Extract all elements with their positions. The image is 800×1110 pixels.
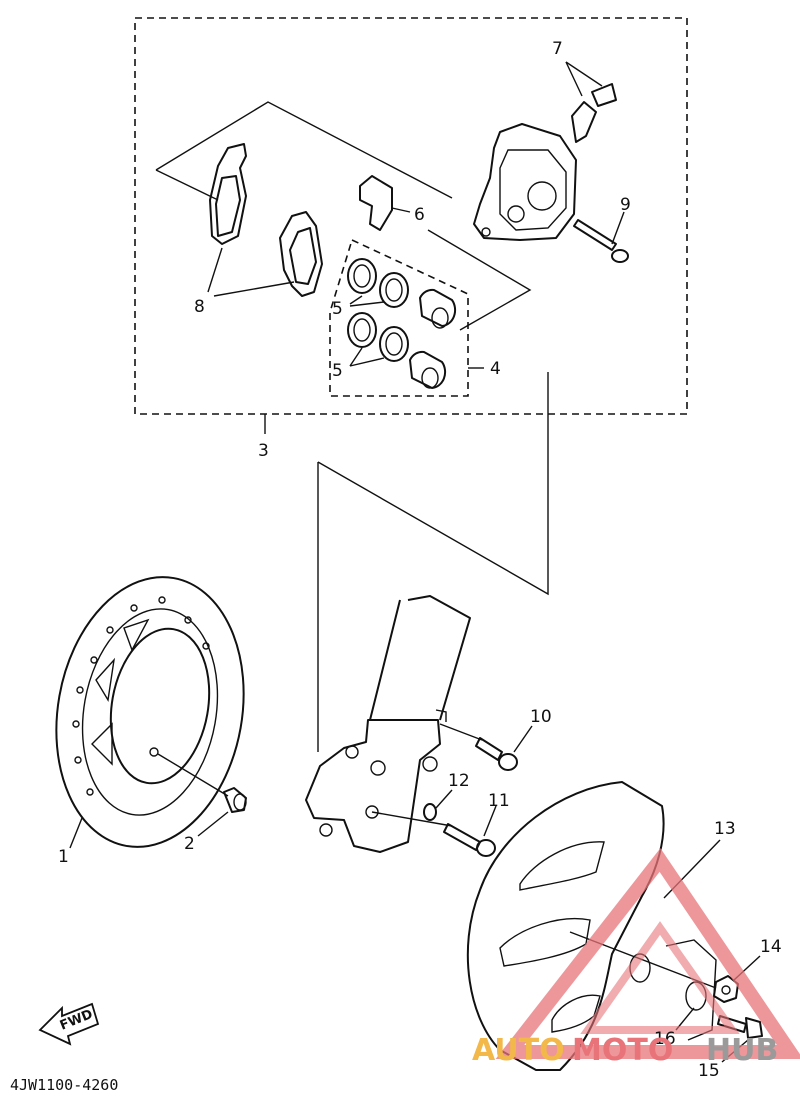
- leader-5b2: [349, 357, 385, 367]
- brake-pad-a: [209, 143, 247, 245]
- projection-bolt-11: [371, 811, 453, 827]
- projection-pads-low: [155, 169, 219, 201]
- diagram-code: 4JW1100-4260: [10, 1076, 118, 1094]
- fwd-arrow: FWD: [38, 1002, 100, 1046]
- label-1: 1: [58, 847, 69, 867]
- pin-bolt: [573, 219, 629, 263]
- fwd-arrow-icon: [38, 1002, 100, 1046]
- leader-12: [435, 789, 453, 809]
- label-14: 14: [760, 937, 782, 957]
- projection-pads: [155, 101, 453, 199]
- label-16: 16: [654, 1029, 676, 1049]
- label-4: 4: [490, 359, 501, 379]
- leader-1: [69, 817, 83, 849]
- leader-10: [513, 725, 533, 753]
- leader-2: [197, 811, 229, 837]
- caliper-group-box: [134, 17, 688, 415]
- label-5a: 5: [332, 299, 343, 319]
- bolt-15: [717, 1015, 763, 1039]
- label-12: 12: [448, 771, 470, 791]
- watermark-text: AUTO MOTO HUB: [472, 1033, 778, 1068]
- pistons: [409, 288, 457, 389]
- nut-14: [713, 975, 739, 1003]
- projection-caliper-low: [427, 229, 532, 331]
- projection-line-right: [317, 372, 549, 596]
- leader-7b: [565, 61, 603, 87]
- seal-rings: [347, 258, 409, 362]
- label-5b: 5: [332, 361, 343, 381]
- bolt-11: [443, 823, 496, 857]
- watermark-brand-moto: MOTO: [572, 1033, 673, 1068]
- watermark-brand-auto: AUTO: [472, 1033, 565, 1068]
- label-2: 2: [184, 834, 195, 854]
- leader-8: [207, 247, 223, 293]
- leader-7: [565, 61, 583, 97]
- label-10: 10: [530, 707, 552, 727]
- leader-5a: [349, 295, 363, 305]
- disc-holes: [72, 596, 210, 796]
- brake-pad-b: [279, 211, 323, 297]
- watermark-logo: [495, 848, 800, 1059]
- label-9: 9: [620, 195, 631, 215]
- label-3: 3: [258, 441, 269, 461]
- leader-11: [483, 805, 497, 837]
- label-11: 11: [488, 791, 510, 811]
- bleed-screw: [571, 83, 617, 143]
- label-15: 15: [698, 1061, 720, 1081]
- label-7: 7: [552, 39, 563, 59]
- brake-disc: [55, 576, 245, 848]
- watermark-brand-hub: HUB: [706, 1033, 778, 1068]
- triangle-logo-icon: [495, 848, 800, 1059]
- disc-bolt: [223, 787, 247, 813]
- washer-12: [423, 803, 437, 821]
- fork-leg: [305, 595, 471, 853]
- leader-5a2: [349, 301, 385, 307]
- leader-9: [611, 211, 625, 245]
- label-8: 8: [194, 297, 205, 317]
- leader-6: [391, 207, 411, 213]
- part-labels: 1 2 3 4 5 5 6 7 8 9 10 11 12 13 14 15 16: [58, 39, 782, 1081]
- pad-spring: [359, 175, 393, 231]
- projection-bolt-10: [439, 723, 483, 741]
- label-6: 6: [414, 205, 425, 225]
- label-13: 13: [714, 819, 736, 839]
- leader-8b: [213, 281, 295, 297]
- bolt-10: [475, 737, 518, 771]
- leader-5b: [349, 347, 363, 367]
- caliper-body: [473, 123, 577, 241]
- projection-disc-bolt: [157, 753, 229, 797]
